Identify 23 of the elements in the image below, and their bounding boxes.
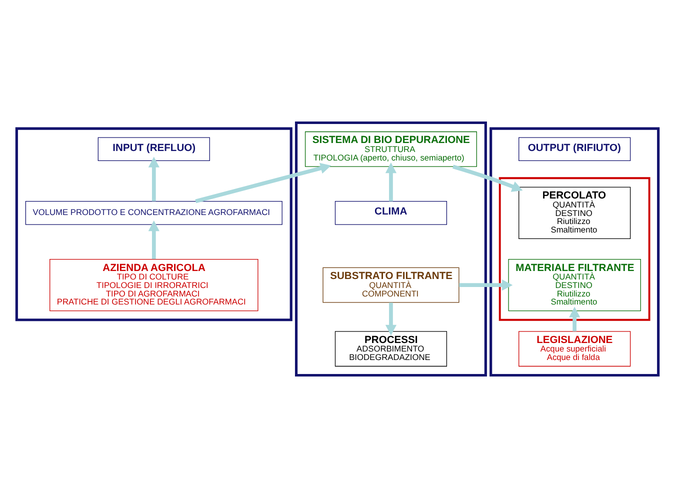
node-box: SISTEMA DI BIO DEPURAZIONE STRUTTURA TIPOLOGIA (aperto, chiuso, semiaperto) <box>304 130 477 166</box>
cluster <box>498 176 650 320</box>
node-box: INPUT (REFLUO) <box>98 136 210 161</box>
arrow <box>385 162 397 201</box>
arrow <box>569 306 580 331</box>
arrow <box>148 220 160 259</box>
arrow <box>452 164 523 192</box>
arrow <box>459 279 513 290</box>
arrow <box>148 156 160 201</box>
node-box: VOLUME PRODOTTO E CONCENTRAZIONE AGROFARMACI <box>25 200 282 224</box>
cluster <box>294 120 487 376</box>
node-box: LEGISLAZIONE Acque superficiali Acque di falda <box>518 330 631 366</box>
node-box: PERCOLATO QUANTITÀ DESTINO Riutilizzo Smaltimento <box>518 186 631 239</box>
arrow <box>385 302 397 335</box>
node-box: CLIMA <box>334 200 448 224</box>
cluster <box>15 126 292 321</box>
node-box: PROCESSI ADSORBIMENTO BIODEGRADAZIONE <box>334 330 448 366</box>
cluster <box>490 126 660 376</box>
node-box: MATERIALE FILTRANTE QUANTITÀ DESTINO Riutilizzo Smaltimento <box>508 258 641 311</box>
node-box: AZIENDA AGRICOLA TIPO DI COLTURE TIPOLOGIE DI IRRORATRICI TIPO DI AGROFARMACI PRATICHE DI GESTIONE DEGLI AGROFARMACI <box>50 258 258 311</box>
arrow <box>195 162 332 203</box>
node-box: SUBSTRATO FILTRANTE QUANTITÀ COMPONENTI <box>322 266 460 302</box>
node-box: OUTPUT (RIFIUTO) <box>518 136 631 161</box>
